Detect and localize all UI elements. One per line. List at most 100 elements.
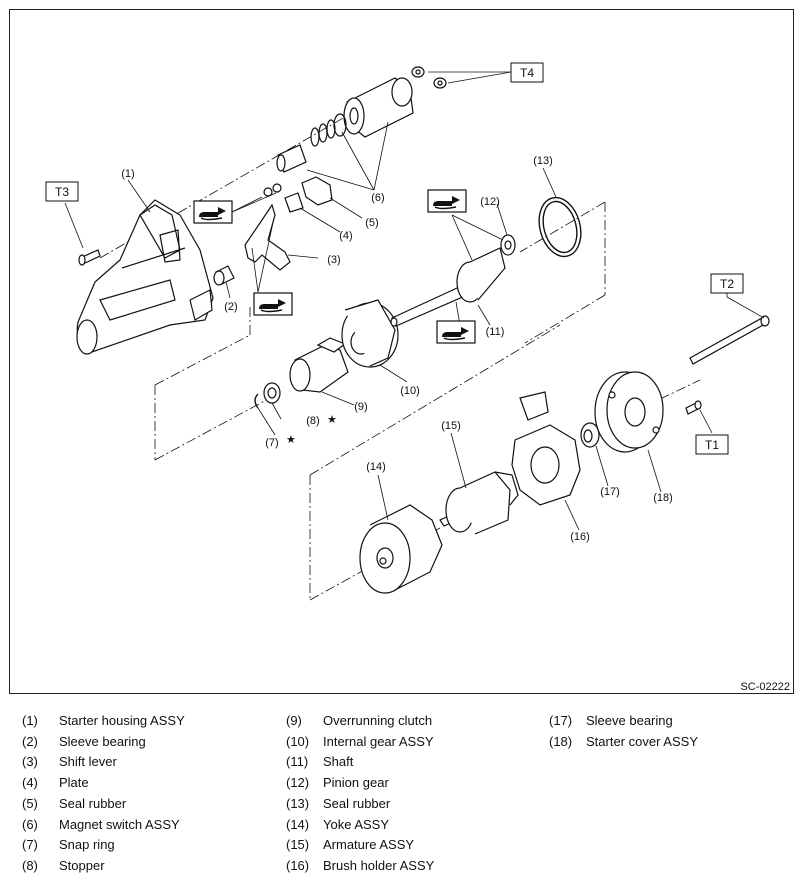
starter-cover-part: [594, 371, 664, 453]
legend-item-number: (3): [22, 754, 38, 770]
torque-tag-t4-label: T4: [520, 66, 534, 80]
legend-item: (8)Stopper: [22, 856, 185, 877]
legend-item: (6) Magnet switch ASSY: [22, 815, 185, 836]
grease-icon: [436, 320, 476, 344]
sleeve-bearing-part: [213, 265, 235, 286]
legend-item: (5)Seal rubber: [22, 794, 185, 815]
torque-tag-t2-label: T2: [720, 277, 734, 291]
legend-item: (9) Overrunning clutch: [286, 711, 434, 732]
legend-item-label: Brush holder ASSY: [323, 857, 435, 873]
starter-housing-part: [76, 199, 214, 355]
legend-item: (10) Internal gear ASSY: [286, 732, 434, 753]
legend-item: (11) Shaft: [286, 752, 434, 773]
legend-item-label: Sleeve bearing: [586, 713, 673, 728]
seal-rubber-small-part: [301, 176, 333, 206]
callout-5: (5): [365, 217, 378, 229]
callout-14: (14): [366, 461, 386, 473]
grease-icon: [253, 292, 293, 316]
callout-7: (7): [265, 437, 278, 449]
seal-rubber-ring-part: [538, 196, 582, 258]
torque-tag-t1: T1: [695, 434, 729, 455]
legend-item-number: (5): [22, 795, 38, 811]
legend-column-3: (17) Sleeve bearing (18) Starter cover ASS…: [549, 711, 698, 752]
legend-item-label: Starter cover ASSY: [586, 733, 698, 749]
torque-tag-t1-label: T1: [705, 438, 719, 452]
legend-item-number: (10): [286, 733, 310, 749]
legend-item-label: Snap ring: [59, 837, 115, 853]
legend-item-number: (13): [286, 795, 310, 811]
stopper-part: [263, 382, 281, 404]
legend-column-1: (1) Starter housing ASSY (2) Sleeve bearin…: [22, 711, 185, 877]
legend-item-number: (9): [286, 713, 302, 728]
grease-icon: [193, 200, 233, 224]
callout-3: (3): [327, 254, 340, 266]
legend-item-number: (6): [22, 816, 38, 832]
torque-tag-t3: T3: [45, 181, 79, 202]
legend-item-number: (1): [22, 713, 38, 728]
torque-tag-t4: T4: [510, 62, 544, 83]
legend-item-label: Starter housing ASSY: [59, 713, 185, 728]
legend-item-label: Internal gear ASSY: [323, 733, 434, 749]
callout-15: (15): [441, 420, 461, 432]
diagram-frame: [9, 9, 794, 694]
plate-part: [284, 192, 304, 213]
legend-item-number: (14): [286, 816, 310, 832]
armature-part: [439, 471, 519, 535]
callout-18: (18): [653, 492, 673, 504]
legend-item: (15) Armature ASSY: [286, 835, 434, 856]
legend-item: (17) Sleeve bearing: [549, 711, 698, 732]
callout-6: (6): [371, 192, 384, 204]
legend-item-label: Armature ASSY: [323, 837, 415, 853]
callout-11: (11): [486, 326, 505, 338]
snap-ring-part: [254, 393, 259, 409]
legend-item-number: (2): [22, 733, 38, 749]
through-bolt-part: [689, 315, 770, 365]
overrunning-clutch-part: [289, 337, 349, 393]
legend-item: (16) Brush holder ASSY: [286, 856, 434, 877]
callout-8: (8): [306, 415, 319, 427]
legend-item: (3) Shift lever: [22, 752, 185, 773]
legend-item-label: Shift lever: [59, 754, 117, 770]
exploded-view-diagram: T3 T4 T2 T1 (1) (2) (3) (4) (5) (6) (7) …: [45, 62, 790, 693]
legend-item: (4) Plate: [22, 773, 185, 794]
callout-8-star: ★: [327, 414, 337, 426]
legend-item-label: Magnet switch ASSY: [59, 816, 180, 832]
legend-item-label: Seal rubber: [323, 795, 391, 811]
housing-bolt-part: [78, 249, 101, 266]
legend-item-number: (18): [549, 733, 573, 749]
legend-item-number: (11): [286, 754, 309, 770]
callout-9: (9): [354, 401, 367, 413]
callout-13: (13): [533, 155, 553, 167]
callout-12: (12): [480, 196, 500, 208]
legend-item-label: Stopper: [59, 857, 105, 873]
brush-holder-part: [511, 391, 581, 506]
sleeve-bearing-rear-part: [580, 422, 600, 448]
legend-item: (7)Snap ring: [22, 835, 185, 856]
legend-item: (18) Starter cover ASSY: [549, 732, 698, 753]
legend-item-label: Overrunning clutch: [323, 713, 433, 728]
legend-item-label: Shaft: [323, 754, 354, 770]
callout-17: (17): [600, 486, 620, 498]
legend-item-number: (12): [286, 775, 310, 791]
torque-tag-t2: T2: [710, 273, 744, 294]
legend-item: (13) Seal rubber: [286, 794, 434, 815]
legend-item-label: Plate: [59, 775, 89, 791]
callout-4: (4): [339, 230, 352, 242]
legend-item-label: Sleeve bearing: [59, 733, 146, 749]
legend-column-2: (9) Overrunning clutch (10) Internal gear …: [286, 711, 434, 877]
assembly-axis-lines: [99, 116, 701, 601]
legend-item-label: Pinion gear: [323, 775, 389, 791]
callout-10: (10): [400, 385, 420, 397]
legend-item-number: (17): [549, 713, 573, 728]
terminal-nuts-part: [411, 66, 447, 89]
legend-item: (2) Sleeve bearing: [22, 732, 185, 753]
legend-item: (1) Starter housing ASSY: [22, 711, 185, 732]
legend-item-number: (16): [286, 857, 310, 873]
callout-2: (2): [224, 301, 237, 313]
legend-item-label: Yoke ASSY: [323, 816, 390, 832]
legend-item: (14) Yoke ASSY: [286, 815, 434, 836]
legend-item-number: (4): [22, 775, 38, 791]
internal-gear-part: [341, 299, 399, 368]
legend-item-number: (15): [286, 837, 310, 853]
magnet-switch-part: [276, 77, 414, 173]
